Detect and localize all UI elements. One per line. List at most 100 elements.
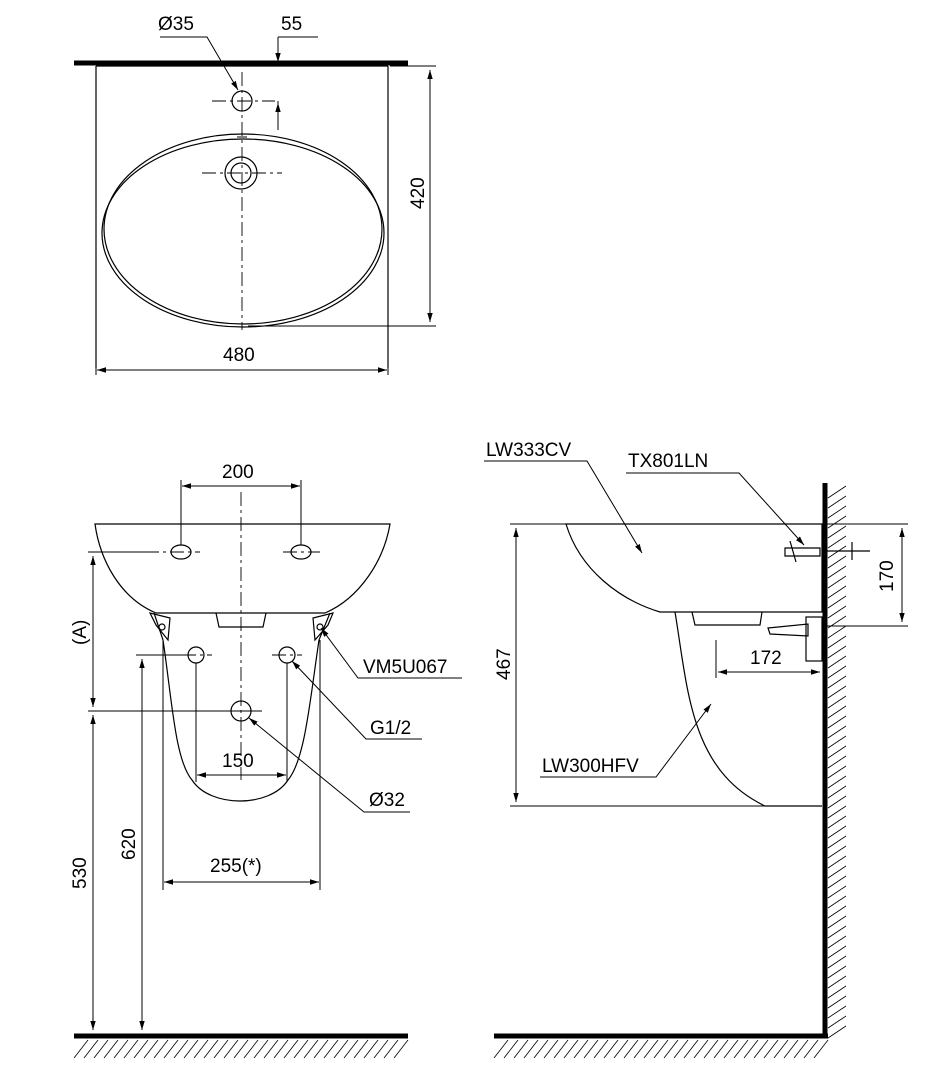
dim-170: 170 <box>877 560 898 592</box>
hatch-line <box>783 1039 799 1059</box>
hatch-line <box>233 1039 249 1059</box>
bracket-left <box>148 612 171 642</box>
hatch-line <box>303 1039 319 1059</box>
hatch-line <box>683 1039 699 1059</box>
hatch-line <box>273 1039 289 1059</box>
hatch-line <box>827 1005 847 1019</box>
hatch-line <box>703 1039 719 1059</box>
hatch-line <box>827 765 847 779</box>
bowl-oval <box>103 133 383 325</box>
hatch-line <box>827 495 847 509</box>
trap-body <box>805 616 823 662</box>
dim-530: 530 <box>70 857 91 889</box>
hatch-line <box>827 955 847 969</box>
hatch-line <box>623 1039 639 1059</box>
hatch-line <box>827 675 847 689</box>
hatch-line <box>827 685 847 699</box>
hatch-line <box>143 1039 159 1059</box>
hatch-line <box>283 1039 299 1059</box>
hatch-line <box>827 915 847 929</box>
dim-hole-offset: 55 <box>281 14 302 35</box>
hatch-line <box>523 1039 539 1059</box>
pedestal-outline <box>153 612 331 802</box>
label-drain: Ø32 <box>369 790 405 811</box>
hatch-line <box>333 1039 349 1059</box>
dim-tap-spacing: 200 <box>222 462 254 483</box>
front-basin <box>94 523 391 614</box>
hatch-line <box>827 805 847 819</box>
hatch-line <box>827 885 847 899</box>
hatch-line <box>827 855 847 869</box>
hatch-line <box>713 1039 729 1059</box>
hatch-line <box>827 725 847 739</box>
hatch-line <box>827 785 847 799</box>
hatch-line <box>543 1039 559 1059</box>
hatch-line <box>827 935 847 949</box>
hatch-line <box>103 1039 119 1059</box>
hatch-line <box>563 1039 579 1059</box>
hatch-line <box>827 945 847 959</box>
hatch-line <box>827 825 847 839</box>
hatch-line <box>827 505 847 519</box>
floor-hatch-front <box>73 1039 409 1059</box>
hatch-line <box>827 905 847 919</box>
leader-basin <box>484 460 643 554</box>
hatch-line <box>733 1039 749 1059</box>
hatch-line <box>363 1039 379 1059</box>
leader-thread <box>291 660 422 740</box>
hatch-line <box>263 1039 279 1059</box>
front-view: 200 150 (A) 530 <box>70 462 462 1059</box>
bracket-right <box>312 612 335 642</box>
hatch-line <box>827 925 847 939</box>
drain-body <box>215 612 267 628</box>
leader-hole-diameter <box>160 36 239 91</box>
dim-a: (A) <box>70 620 91 645</box>
hatch-line <box>827 1025 847 1039</box>
dim-height: 420 <box>408 177 429 209</box>
hatch-line <box>723 1039 739 1059</box>
leader-trap <box>626 472 805 546</box>
wall-hatch-side <box>827 485 847 1039</box>
hatch-line <box>133 1039 149 1059</box>
hatch-line <box>827 645 847 659</box>
side-drain <box>691 611 763 626</box>
hatch-line <box>573 1039 589 1059</box>
hatch-line <box>827 585 847 599</box>
hatch-line <box>593 1039 609 1059</box>
hatch-line <box>827 575 847 589</box>
dim-620: 620 <box>119 828 140 860</box>
hatch-line <box>827 715 847 729</box>
hatch-line <box>553 1039 569 1059</box>
hatch-line <box>73 1039 89 1059</box>
hatch-line <box>123 1039 139 1059</box>
hatch-line <box>827 665 847 679</box>
hatch-line <box>827 635 847 649</box>
hatch-line <box>827 545 847 559</box>
hatch-line <box>827 965 847 979</box>
top-view: Ø35 55 420 480 <box>74 14 436 375</box>
side-view: 467 170 172 LW333CV TX801LN LW300HFV <box>484 440 908 1059</box>
leader-bracket <box>320 627 462 679</box>
bracket-screw-left <box>158 623 166 631</box>
tap-connector <box>784 540 870 563</box>
hatch-line <box>743 1039 759 1059</box>
label-trap: TX801LN <box>628 451 708 472</box>
hatch-line <box>323 1039 339 1059</box>
side-basin <box>565 523 823 613</box>
hatch-line <box>163 1039 179 1059</box>
hatch-line <box>827 705 847 719</box>
label-basin: LW333CV <box>486 440 572 461</box>
hatch-line <box>493 1039 509 1059</box>
hatch-line <box>827 535 847 549</box>
label-pedestal: LW300HFV <box>542 756 639 777</box>
hatch-line <box>373 1039 389 1059</box>
hatch-line <box>827 625 847 639</box>
hatch-line <box>293 1039 309 1059</box>
hatch-line <box>827 525 847 539</box>
side-pedestal <box>674 611 822 807</box>
hatch-line <box>663 1039 679 1059</box>
hatch-line <box>183 1039 199 1059</box>
hatch-line <box>353 1039 369 1059</box>
hatch-line <box>827 565 847 579</box>
